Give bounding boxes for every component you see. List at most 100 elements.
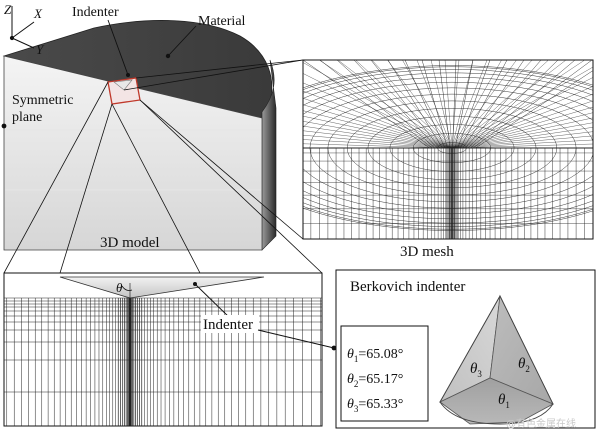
face-label-2: θ2	[518, 356, 530, 374]
mesh-line	[371, 60, 453, 149]
symmetric-label-line1: Symmetric	[12, 93, 73, 108]
face-sub-3: 3	[477, 369, 482, 379]
theta-arc	[121, 285, 133, 291]
face-label-3: θ3	[470, 361, 482, 379]
angle-num-3: =65.33°	[358, 397, 403, 412]
angle-values-box	[340, 325, 429, 422]
axis-x-label: X	[33, 6, 43, 21]
mesh-line	[462, 60, 525, 149]
mesh-3d-panel	[302, 59, 594, 240]
mesh-line	[451, 60, 502, 149]
face-sub-1: 1	[505, 400, 510, 410]
face-label-1: θ1	[498, 392, 510, 410]
mesh-line	[451, 60, 517, 149]
axis-triad	[9, 6, 35, 49]
mesh-caption: 3D mesh	[400, 244, 454, 260]
angle-value-1: θ1=65.08°	[347, 347, 403, 364]
mesh-line	[451, 131, 593, 149]
mesh-line	[404, 60, 446, 149]
symmetric-plane-face	[3, 55, 263, 251]
mesh-line	[451, 60, 474, 149]
angle-symbol-3: θ	[347, 397, 354, 412]
mesh-line	[355, 60, 453, 149]
mesh-line	[318, 60, 453, 149]
pyramid-outline	[439, 295, 554, 425]
mesh-line	[387, 60, 453, 149]
face-symbol-3: θ	[470, 361, 478, 377]
symmetric-plane-marker	[1, 123, 7, 129]
angle-sub-1: 1	[354, 354, 359, 364]
mesh-line	[451, 139, 593, 149]
angle-sub-2: 2	[354, 379, 359, 389]
mesh-line	[451, 135, 593, 149]
mesh-line	[303, 130, 453, 149]
mesh-line	[451, 60, 533, 149]
angle-symbol-2: θ	[347, 372, 354, 387]
model-3d	[1, 19, 277, 251]
angle-symbol-1: θ	[347, 347, 354, 362]
symmetric-label-line2: plane	[12, 110, 42, 125]
berkovich-panel	[335, 269, 596, 429]
mesh-line	[303, 90, 453, 149]
indenter-label-top: Indenter	[72, 5, 119, 20]
mesh-line	[303, 82, 453, 149]
model-caption: 3D model	[100, 235, 160, 251]
mesh-line	[303, 139, 453, 149]
mesh-line	[451, 66, 593, 149]
cross-section-indenter	[59, 276, 265, 299]
mesh-line	[353, 60, 438, 149]
mesh-line	[451, 60, 567, 149]
mesh-line	[451, 60, 488, 149]
mesh-line	[303, 104, 453, 149]
mesh-line	[303, 125, 453, 149]
mesh-line	[451, 60, 549, 149]
mesh-line	[451, 143, 593, 149]
material-side-surface	[261, 59, 277, 251]
material-label: Material	[198, 14, 246, 29]
mesh-line	[470, 60, 576, 149]
mesh-line	[421, 60, 448, 149]
mesh-line	[472, 60, 593, 149]
berkovich-title: Berkovich indenter	[350, 279, 465, 295]
mesh-line	[303, 135, 453, 149]
mesh-line	[451, 127, 593, 149]
face-symbol-1: θ	[498, 392, 506, 408]
angle-value-3: θ3=65.33°	[347, 397, 403, 414]
mesh-line	[430, 60, 453, 149]
mesh-line	[303, 62, 453, 149]
angle-num-1: =65.08°	[358, 347, 403, 362]
mesh-line	[303, 110, 453, 149]
mesh-line	[402, 60, 453, 149]
mesh-line	[451, 60, 460, 149]
angle-values: θ1=65.08° θ2=65.17° θ3=65.33°	[347, 347, 403, 414]
mesh-line	[451, 112, 593, 149]
indenter-leader-right	[257, 329, 335, 349]
mesh-line	[303, 73, 453, 149]
mesh-line	[303, 143, 453, 149]
mesh-connector-lines	[123, 59, 304, 240]
mesh-line	[457, 60, 491, 149]
angle-sub-3: 3	[354, 404, 359, 414]
angle-num-2: =65.17°	[358, 372, 403, 387]
face-sub-2: 2	[525, 364, 530, 374]
mesh-line	[303, 121, 453, 149]
theta-label: θ	[116, 280, 123, 295]
mesh-line	[451, 86, 593, 149]
axis-y-label: Y	[36, 42, 45, 57]
mesh-line	[451, 93, 593, 149]
mesh-line	[416, 60, 453, 149]
mesh-line	[475, 70, 593, 149]
mesh-line	[451, 60, 586, 149]
cross-section-panel	[3, 272, 323, 427]
indenter-label-bottom: Indenter	[203, 317, 253, 333]
face-symbol-2: θ	[518, 356, 526, 372]
mesh-line	[444, 60, 453, 149]
mesh-line	[451, 106, 593, 149]
mesh-line	[303, 115, 453, 149]
pyramid-face-1	[439, 377, 554, 425]
indenter-tip	[113, 79, 133, 91]
watermark: @有色金属在线	[506, 417, 576, 430]
mesh-line	[451, 122, 593, 149]
mesh-line	[451, 117, 593, 149]
